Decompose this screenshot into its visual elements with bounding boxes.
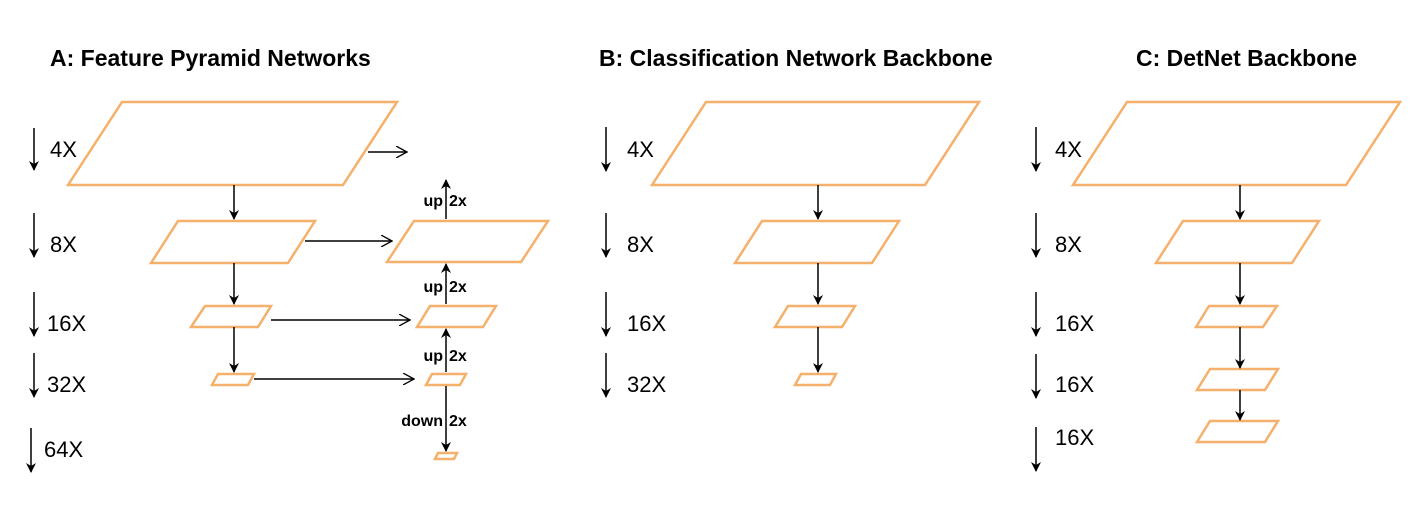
op-label-up-2x: up 2x bbox=[423, 279, 466, 296]
scale-label: 8X bbox=[627, 232, 654, 257]
feature-map-16x bbox=[772, 304, 858, 329]
op-label-up-2x: up 2x bbox=[423, 348, 466, 365]
svg-text:up: up bbox=[423, 348, 443, 365]
feature-map-16x bbox=[188, 304, 274, 329]
panel-a-scale-16x: 16X bbox=[29, 292, 86, 337]
scale-label: 16X bbox=[1055, 311, 1094, 336]
panel-a-scale-8x: 8X bbox=[29, 213, 77, 258]
panel-c-scale-4x: 4X bbox=[1031, 127, 1082, 172]
panel-b-scale-8x: 8X bbox=[601, 213, 654, 258]
panel-a-scale-32x: 32X bbox=[29, 353, 86, 398]
scale-label: 64X bbox=[44, 437, 83, 462]
pyramid-map-64x bbox=[432, 451, 460, 461]
feature-map-16x bbox=[1194, 419, 1281, 444]
scale-label: 8X bbox=[1055, 232, 1082, 257]
svg-text:2x: 2x bbox=[449, 279, 467, 296]
panel-b-scale-32x: 32X bbox=[601, 353, 666, 398]
scale-label: 16X bbox=[47, 311, 86, 336]
pyramid-map-16x bbox=[414, 304, 499, 329]
pyramid-map-8x bbox=[384, 219, 551, 264]
svg-text:up: up bbox=[423, 193, 443, 210]
scale-label: 4X bbox=[1055, 137, 1082, 162]
feature-map-16x bbox=[1194, 367, 1281, 392]
feature-map-4x bbox=[1070, 100, 1403, 187]
panel-c-scale-16x: 16X bbox=[1031, 425, 1094, 472]
pyramid-map-32x bbox=[423, 372, 469, 387]
feature-map-32x bbox=[209, 372, 257, 387]
panel-b-scale-16x: 16X bbox=[601, 292, 666, 337]
scale-label: 32X bbox=[627, 372, 666, 397]
scale-label: 16X bbox=[627, 311, 666, 336]
feature-map-32x bbox=[792, 372, 839, 387]
feature-map-8x bbox=[148, 219, 318, 265]
scale-label: 8X bbox=[50, 232, 77, 257]
svg-text:2x: 2x bbox=[449, 348, 467, 365]
feature-map-4x bbox=[649, 100, 982, 187]
feature-map-4x bbox=[65, 100, 400, 187]
op-label-down-2x: down 2x bbox=[401, 413, 467, 430]
panel-b-classification-backbone: B: Classification Network Backbone 4X 8X… bbox=[599, 45, 993, 398]
panel-c-scale-16x: 16X bbox=[1031, 292, 1094, 337]
panel-c-title: C: DetNet Backbone bbox=[1136, 45, 1357, 71]
feature-map-16x bbox=[1193, 304, 1280, 329]
svg-text:up: up bbox=[423, 279, 443, 296]
svg-text:2x: 2x bbox=[449, 413, 467, 430]
scale-label: 4X bbox=[627, 137, 654, 162]
svg-text:down: down bbox=[401, 413, 443, 430]
panel-a-fpn: A: Feature Pyramid Networks 4X 8X 16X 32… bbox=[26, 45, 551, 473]
feature-map-8x bbox=[732, 219, 902, 265]
svg-text:2x: 2x bbox=[449, 193, 467, 210]
scale-label: 4X bbox=[50, 137, 77, 162]
scale-label: 16X bbox=[1055, 372, 1094, 397]
panel-a-scale-4x: 4X bbox=[29, 128, 77, 171]
panel-c-detnet-backbone: C: DetNet Backbone 4X 8X 16X 16X 16X bbox=[1031, 45, 1403, 472]
panel-b-scale-4x: 4X bbox=[601, 127, 654, 172]
scale-label: 32X bbox=[47, 372, 86, 397]
panel-b-title: B: Classification Network Backbone bbox=[599, 45, 993, 71]
panel-c-scale-8x: 8X bbox=[1031, 213, 1082, 258]
op-label-up-2x: up 2x bbox=[423, 193, 466, 210]
scale-label: 16X bbox=[1055, 425, 1094, 450]
panel-c-scale-16x: 16X bbox=[1031, 354, 1094, 399]
panel-a-title: A: Feature Pyramid Networks bbox=[50, 45, 371, 71]
feature-map-8x bbox=[1153, 219, 1322, 265]
panel-a-scale-64x: 64X bbox=[26, 428, 83, 473]
